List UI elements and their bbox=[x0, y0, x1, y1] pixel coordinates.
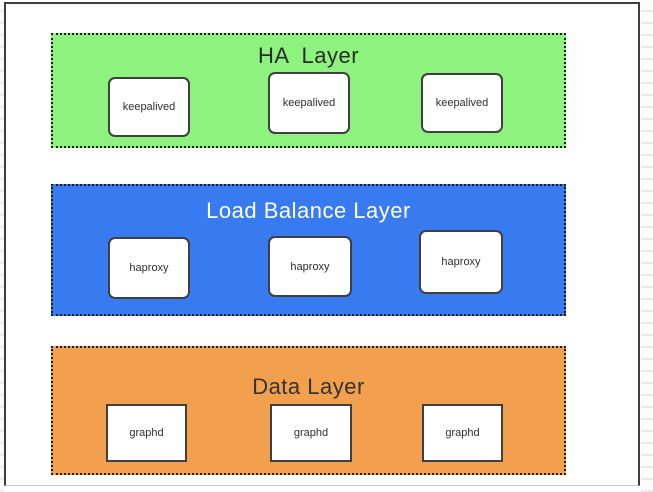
node-keepalived-1[interactable]: keepalived bbox=[108, 77, 190, 137]
layer-data-title: Data Layer bbox=[252, 374, 365, 399]
layer-ha[interactable]: HA Layer keepalived keepalived keepalive… bbox=[51, 33, 566, 148]
layer-load-balance-title: Load Balance Layer bbox=[206, 198, 411, 223]
node-haproxy-1[interactable]: haproxy bbox=[108, 237, 190, 299]
canvas-grid-left bbox=[0, 0, 4, 492]
node-graphd-3[interactable]: graphd bbox=[422, 404, 503, 462]
node-haproxy-3[interactable]: haproxy bbox=[419, 230, 503, 294]
layer-load-balance[interactable]: Load Balance Layer haproxy haproxy hapro… bbox=[51, 184, 566, 316]
layer-ha-title: HA Layer bbox=[257, 43, 360, 68]
diagram-page: HA Layer keepalived keepalived keepalive… bbox=[4, 2, 640, 486]
node-graphd-2[interactable]: graphd bbox=[270, 404, 352, 462]
node-graphd-1[interactable]: graphd bbox=[106, 404, 187, 462]
node-keepalived-2[interactable]: keepalived bbox=[268, 72, 350, 134]
node-haproxy-2[interactable]: haproxy bbox=[268, 236, 352, 297]
canvas-grid-right bbox=[641, 0, 653, 492]
layer-data[interactable]: Data Layer graphd graphd graphd bbox=[51, 346, 566, 475]
node-keepalived-3[interactable]: keepalived bbox=[421, 73, 503, 133]
